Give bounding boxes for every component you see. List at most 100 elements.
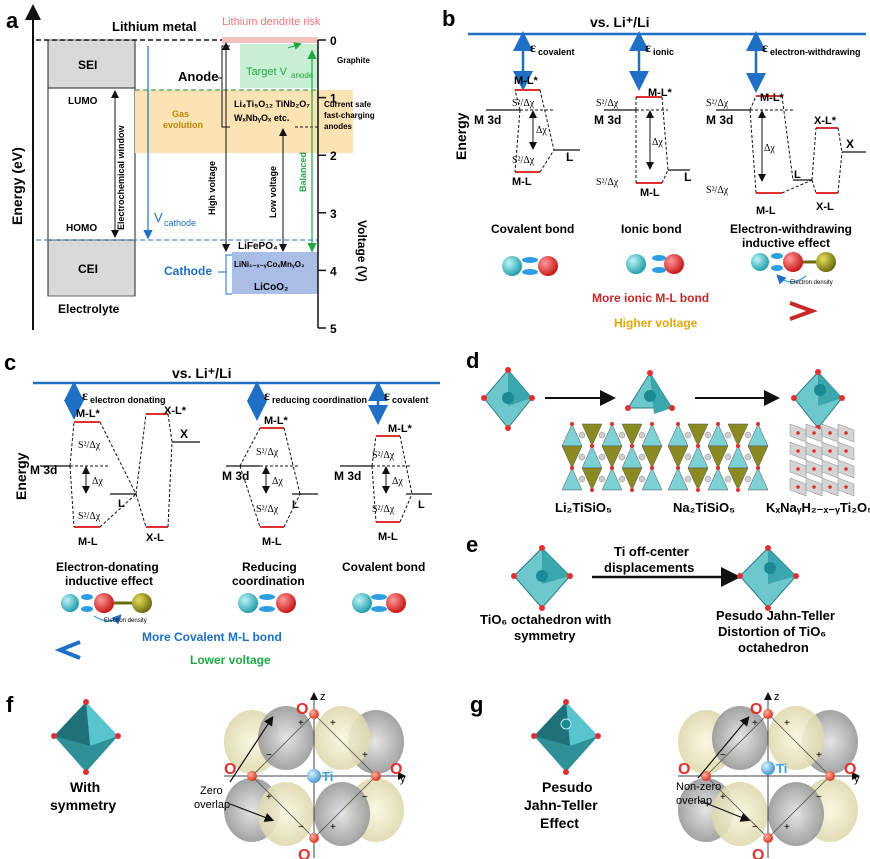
b3-ml: M-L: [756, 205, 776, 217]
z-label: z: [774, 691, 780, 703]
cation-atom: [598, 453, 606, 461]
b-arrow-label-1: More ionic M-L bond: [592, 291, 709, 305]
c2-s2dx-bottom: S²/Δχ: [256, 504, 279, 515]
b3-s2dx-top: S²/Δχ: [706, 98, 729, 109]
c-molecule-covalent: [352, 593, 406, 613]
panel-label-d: d: [466, 348, 479, 373]
b-bond2: Ionic bond: [621, 222, 682, 236]
voltage-axis-label: Voltage (V): [355, 220, 369, 282]
oxygen-atom: [650, 466, 654, 470]
polyhedron: [561, 445, 583, 469]
panel-label-f: f: [6, 692, 14, 717]
b2-s2dx-top: S²/Δχ: [596, 98, 619, 109]
d-structure-li2tisio5: [561, 422, 663, 492]
polyhedron: [667, 467, 689, 491]
oxygen-atom: [812, 431, 816, 435]
b-eps1: ε: [530, 41, 536, 56]
oxygen-atom: [812, 467, 816, 471]
cation-atom: [638, 453, 646, 461]
voltage-tick-label: 2: [330, 149, 337, 163]
d-m2: Na₂TiSiO₅: [673, 500, 735, 515]
licoo2-label: LiCoO₂: [254, 282, 288, 293]
e-arrow-label-1: Ti off-center: [614, 544, 689, 559]
e-right-2: Distortion of TiO₆: [718, 624, 826, 639]
cation-atom: [578, 431, 586, 439]
orbital-lobe: [712, 706, 768, 770]
sei-label: SEI: [78, 58, 97, 72]
b1-s2dx-top: S²/Δχ: [512, 98, 535, 109]
c3-mlstar: M-L*: [388, 423, 413, 435]
cation-atom: [744, 453, 752, 461]
gas-label-1: Gas: [172, 109, 189, 119]
titanium-label: Ti: [322, 769, 333, 784]
g-octahedron: [531, 699, 601, 775]
cation-atom: [578, 475, 586, 483]
d-pyramid: [625, 370, 675, 414]
d-distorted-octahedron: [791, 369, 845, 431]
oxygen-atom: [736, 488, 740, 492]
cei-label: CEI: [78, 262, 98, 276]
panel-b: b vs. Li⁺/Li Energy ε covalent ε ionic ε…: [442, 6, 866, 330]
c1-s2dx-top: S²/Δχ: [78, 440, 101, 451]
polyhedron: [687, 423, 709, 447]
oxygen-atom: [610, 422, 614, 426]
oxygen-atom: [796, 449, 800, 453]
panel-label-a: a: [6, 8, 19, 33]
c-bond1-2: inductive effect: [65, 574, 153, 588]
b-molecule-ionic: [626, 254, 684, 274]
panel-e: e Ti off-center displacements TiO₆ octah…: [466, 532, 835, 655]
oxygen-atom: [650, 422, 654, 426]
cathode-box: [232, 252, 318, 294]
oxygen-atom: [844, 467, 848, 471]
b1-L: L: [566, 150, 573, 164]
energy-axis-label: Energy (eV): [9, 147, 25, 225]
phase-sign: +: [330, 718, 336, 729]
c-eps3-sub: covalent: [392, 395, 429, 405]
oxygen-atom: [763, 709, 773, 719]
phase-sign: +: [266, 792, 272, 803]
b-electron-density: Electron density: [790, 280, 833, 286]
homo-label: HOMO: [66, 223, 97, 234]
b3-mlstar: M-L*: [760, 92, 785, 104]
c3-m3d: M 3d: [334, 469, 361, 483]
phase-sign: −: [362, 792, 368, 803]
b-bond1: Covalent bond: [491, 222, 574, 236]
polyhedron: [561, 467, 583, 491]
oxygen-atom: [716, 466, 720, 470]
oxygen-atom: [825, 771, 835, 781]
panel-label-e: e: [466, 532, 478, 557]
b1-dx: Δχ: [536, 125, 547, 136]
g-caption-2: Jahn-Teller: [524, 797, 598, 813]
oxygen-label: O: [298, 847, 310, 859]
c-molecule-reducing: [238, 593, 296, 613]
b3-L: L: [794, 169, 801, 181]
phase-sign: −: [266, 750, 272, 761]
cation-atom: [618, 431, 626, 439]
oxygen-label: O: [844, 761, 856, 778]
c2-dx: Δχ: [272, 476, 283, 487]
c2-m3d: M 3d: [222, 469, 249, 483]
titanium-label: Ti: [776, 761, 787, 776]
lumo-label: LUMO: [68, 96, 98, 107]
panel-label-g: g: [470, 692, 483, 717]
v-cathode-label: V: [154, 210, 163, 225]
cathode-label: Cathode: [164, 264, 212, 278]
y-label: y: [854, 773, 860, 785]
polyhedron: [727, 423, 749, 447]
cation-atom: [684, 431, 692, 439]
oxygen-atom: [716, 422, 720, 426]
current-safe-3: anodes: [324, 122, 353, 131]
cation-atom: [598, 475, 606, 483]
c3-s2dx-top: S²/Δχ: [372, 450, 395, 461]
oxygen-atom: [696, 488, 700, 492]
b-title: vs. Li⁺/Li: [590, 14, 650, 30]
c-eps1: ε: [82, 389, 88, 404]
f-caption-1: With: [70, 779, 100, 795]
y-label: y: [400, 773, 406, 785]
c-bond2-1: Reducing: [242, 560, 297, 574]
oxygen-atom: [309, 833, 319, 843]
